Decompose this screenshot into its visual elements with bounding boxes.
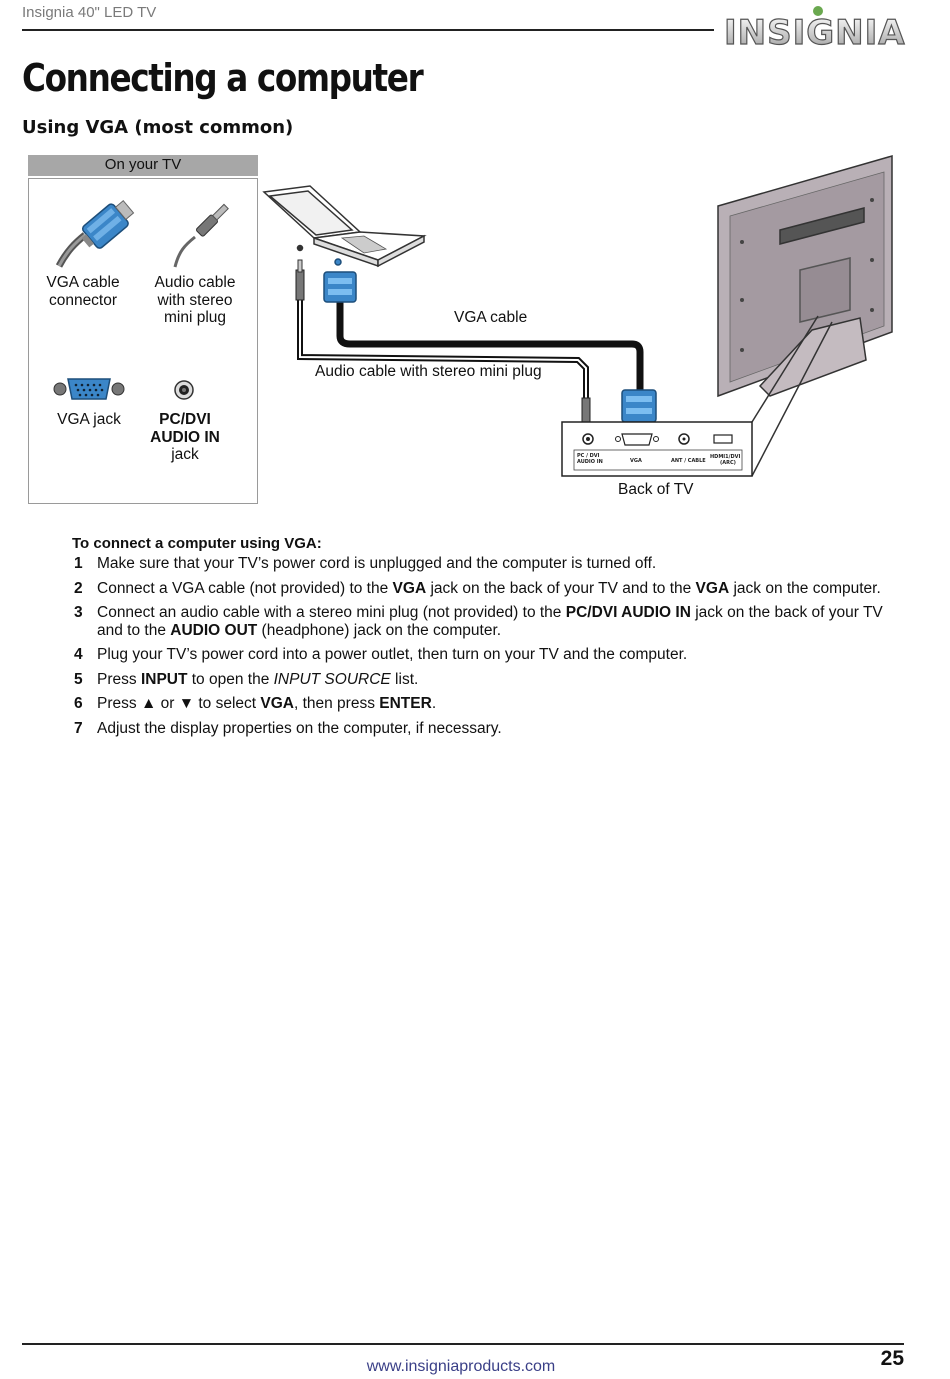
vga-plug-laptop [323,271,357,303]
audio-plug-tv [581,397,591,425]
laptop-illustration [262,185,427,268]
step-text: Connect a VGA cable (not provided) to th… [97,579,881,597]
document-title: Insignia 40" LED TV [22,4,157,21]
caption-line: with stereo [157,291,233,309]
section-title: Using VGA (most common) [22,117,294,138]
step-text: Make sure that your TV’s power cord is u… [97,555,657,572]
step-item: 7 Adjust the display properties on the c… [72,720,912,738]
connection-diagram: PC / DVI AUDIO IN VGA ANT / CABLE HDMI1/… [260,150,920,510]
header-divider [22,29,714,31]
port-label: ANT / CABLE [671,458,706,464]
step-item: 2 Connect a VGA cable (not provided) to … [72,580,912,598]
up-arrow-icon: ▲ [140,695,157,712]
caption-line: VGA cable [46,274,120,291]
port-label: PC / DVI [577,453,600,459]
vga-jack-caption: VGA jack [57,411,121,428]
vga-jack-icon [53,378,125,400]
pcdvi-jack-caption: PC/DVI AUDIO IN jack [139,411,231,464]
vga-port-icon [621,433,653,446]
vga-cable-line [336,300,644,394]
on-your-tv-panel: VGA cable connector Audio cable with ste… [28,178,258,504]
page-number: 25 [880,1347,904,1370]
hdmi-port-icon [713,434,733,444]
steps-list: 1 Make sure that your TV’s power cord is… [72,555,912,744]
vga-cable-connector-icon [55,200,135,268]
audio-plug-laptop [295,269,305,301]
step-item: 6 Press ▲ or ▼ to select VGA, then press… [72,695,912,713]
back-of-tv-label: Back of TV [618,481,694,498]
step-text: Press INPUT to open the INPUT SOURCE lis… [97,670,419,688]
tv-illustration [717,155,893,398]
step-item: 5 Press INPUT to open the INPUT SOURCE l… [72,671,912,689]
port-label: VGA [630,458,642,464]
caption-line-bold: AUDIO IN [150,428,220,446]
port-label: HDMI1/DVI [710,454,740,460]
diagram-artwork: PC / DVI AUDIO IN VGA ANT / CABLE HDMI1/… [262,155,893,477]
step-text: Adjust the display properties on the com… [97,719,502,737]
port-label: AUDIO IN [577,459,603,465]
step-number: 5 [74,670,83,688]
step-text: Press ▲ or ▼ to select VGA, then press E… [97,695,437,712]
caption-line: Audio cable [154,274,236,291]
step-number: 7 [74,719,83,737]
down-arrow-icon: ▼ [178,695,195,712]
steps-title: To connect a computer using VGA: [72,535,322,552]
step-number: 1 [74,555,83,572]
step-item: 3 Connect an audio cable with a stereo m… [72,604,912,639]
audio-cable-icon [173,203,229,268]
step-item: 4 Plug your TV’s power cord into a power… [72,646,912,664]
audio-cable-caption: Audio cable with stereo mini plug [145,274,245,327]
audio-cable-label: Audio cable with stereo mini plug [315,363,542,380]
callout-line-top [751,315,819,423]
step-text: Plug your TV’s power cord into a power o… [97,646,688,663]
port-label: (ARC) [720,460,736,466]
caption-line-bold: PC/DVI [159,411,211,428]
step-item: 1 Make sure that your TV’s power cord is… [72,555,912,573]
insignia-logo: INSIGNIA [723,6,906,54]
vga-plug-tv [621,389,657,423]
vga-cable-connector-caption: VGA cable connector [35,274,131,309]
step-number: 2 [74,579,83,597]
footer-website-link[interactable]: www.insigniaproducts.com [366,1358,556,1375]
step-number: 3 [74,604,83,621]
caption-line: jack [171,446,199,463]
step-number: 4 [74,646,83,663]
logo-green-dot [813,6,823,16]
caption-line: connector [48,291,118,309]
step-text: Connect an audio cable with a stereo min… [97,604,883,639]
caption-line: mini plug [163,309,227,326]
audio-jack-icon [174,380,194,400]
page-title: Connecting a computer [22,56,424,100]
vga-cable-label: VGA cable [454,309,528,326]
svg-text:INSIGNIA: INSIGNIA [724,13,906,53]
footer-divider [22,1343,904,1345]
panel-heading: On your TV [28,155,258,176]
step-number: 6 [74,695,83,712]
callout-line-bottom [751,321,833,477]
